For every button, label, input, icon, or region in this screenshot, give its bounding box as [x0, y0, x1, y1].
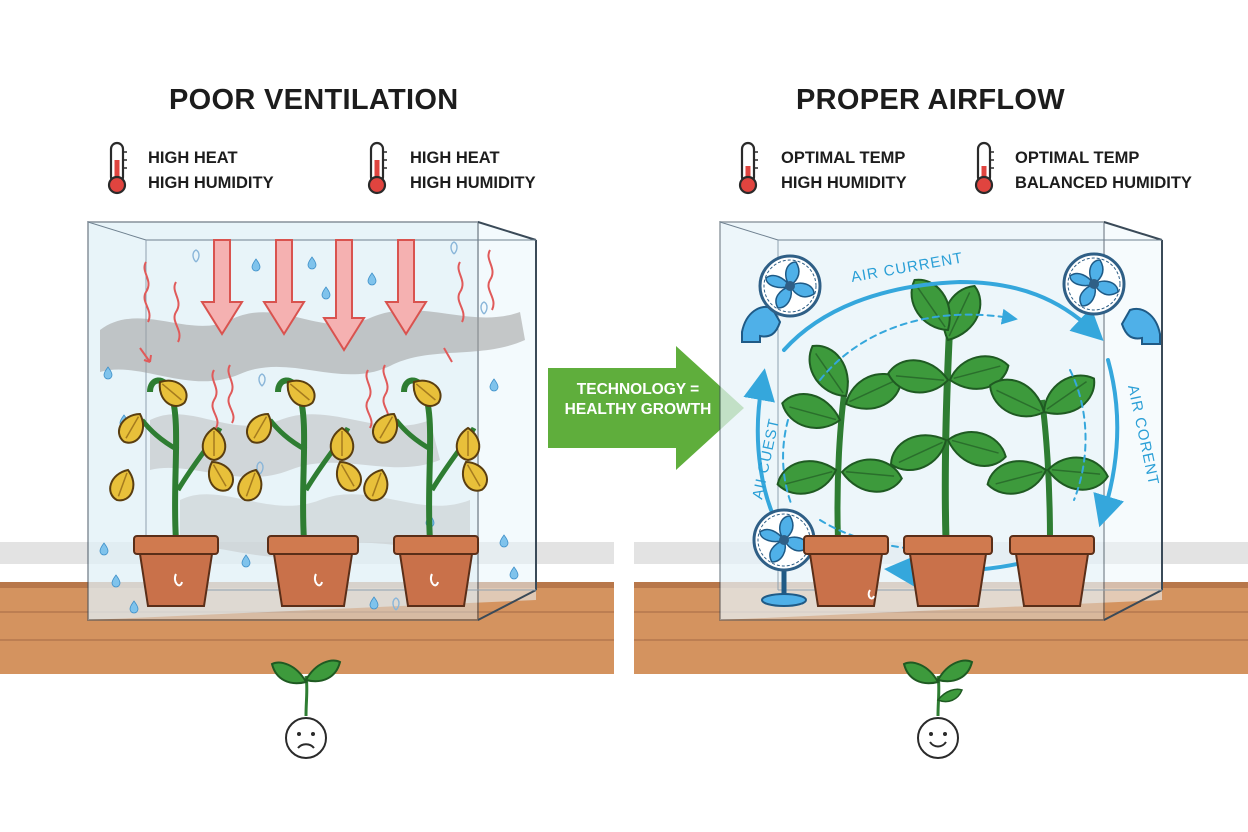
- condition-line-1: OPTIMAL TEMP: [1015, 149, 1140, 167]
- left-condition-2: HIGH HEAT HIGH HUMIDITY: [410, 146, 536, 196]
- thermometer-icon: [738, 141, 758, 195]
- center-arrow-line-2: HEALTHY GROWTH: [564, 401, 712, 418]
- pots-right: [803, 535, 1095, 607]
- fan-top-left-icon: [741, 254, 822, 343]
- condition-line-1: HIGH HEAT: [410, 149, 500, 167]
- right-condition-1: OPTIMAL TEMP HIGH HUMIDITY: [781, 146, 907, 196]
- wilted-plant-1: [105, 372, 239, 541]
- left-panel-title: POOR VENTILATION: [169, 84, 459, 116]
- center-arrow-label: TECHNOLOGY = HEALTHY GROWTH: [553, 380, 723, 420]
- healthy-plants: [773, 270, 1112, 541]
- condition-line-2: HIGH HUMIDITY: [410, 174, 536, 192]
- sad-seedling-icon: [270, 659, 342, 759]
- condition-line-1: HIGH HEAT: [148, 149, 238, 167]
- wilted-plant-3: [359, 372, 493, 541]
- thermometer-hot-icon: [107, 141, 127, 195]
- right-condition-2: OPTIMAL TEMP BALANCED HUMIDITY: [1015, 146, 1192, 196]
- right-panel-title: PROPER AIRFLOW: [796, 84, 1065, 116]
- condition-line-2: HIGH HUMIDITY: [148, 174, 274, 192]
- condition-line-2: BALANCED HUMIDITY: [1015, 174, 1192, 192]
- wilted-plant-2: [233, 372, 367, 541]
- pots-left: [133, 535, 479, 607]
- center-arrow: [548, 346, 744, 470]
- heat-arrows: [139, 239, 495, 429]
- condition-line-2: HIGH HUMIDITY: [781, 174, 907, 192]
- happy-seedling-icon: [902, 659, 974, 759]
- thermometer-hot-icon: [367, 141, 387, 195]
- center-arrow-line-1: TECHNOLOGY =: [576, 381, 700, 398]
- fan-bottom-left-icon: [752, 508, 816, 607]
- thermometer-icon: [974, 141, 994, 195]
- fan-top-right-icon: [1062, 252, 1161, 345]
- left-condition-1: HIGH HEAT HIGH HUMIDITY: [148, 146, 274, 196]
- condition-line-1: OPTIMAL TEMP: [781, 149, 906, 167]
